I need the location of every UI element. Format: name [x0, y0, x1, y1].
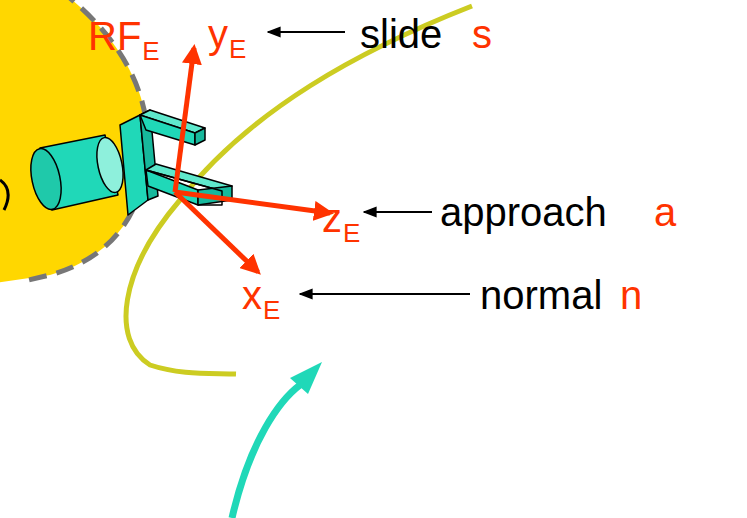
- leader-arrows: [268, 32, 470, 294]
- link-region: [0, 0, 148, 285]
- trajectory-curve: [126, 6, 472, 374]
- frame-axes: [175, 48, 330, 272]
- unit-vector-name: s: [472, 14, 492, 54]
- joint-mark: [0, 180, 8, 210]
- motion-arrowhead: [290, 362, 322, 394]
- subscript: E: [229, 36, 246, 62]
- axis-name: y: [208, 14, 228, 54]
- link-outline: [20, 0, 148, 282]
- axis-meaning: normal: [480, 275, 602, 315]
- subscript: E: [343, 220, 360, 246]
- gripper: [26, 110, 232, 215]
- axis-name: x: [242, 275, 262, 315]
- motion-arrow: [232, 385, 300, 518]
- subscript: E: [142, 38, 159, 64]
- unit-vector-name: n: [620, 275, 642, 315]
- subscript: E: [263, 297, 280, 323]
- axis-meaning: approach: [440, 192, 607, 232]
- frame-name: RF: [88, 16, 141, 56]
- axis-meaning: slide: [360, 14, 442, 54]
- axis-name: z: [322, 198, 342, 238]
- unit-vector-name: a: [654, 192, 676, 232]
